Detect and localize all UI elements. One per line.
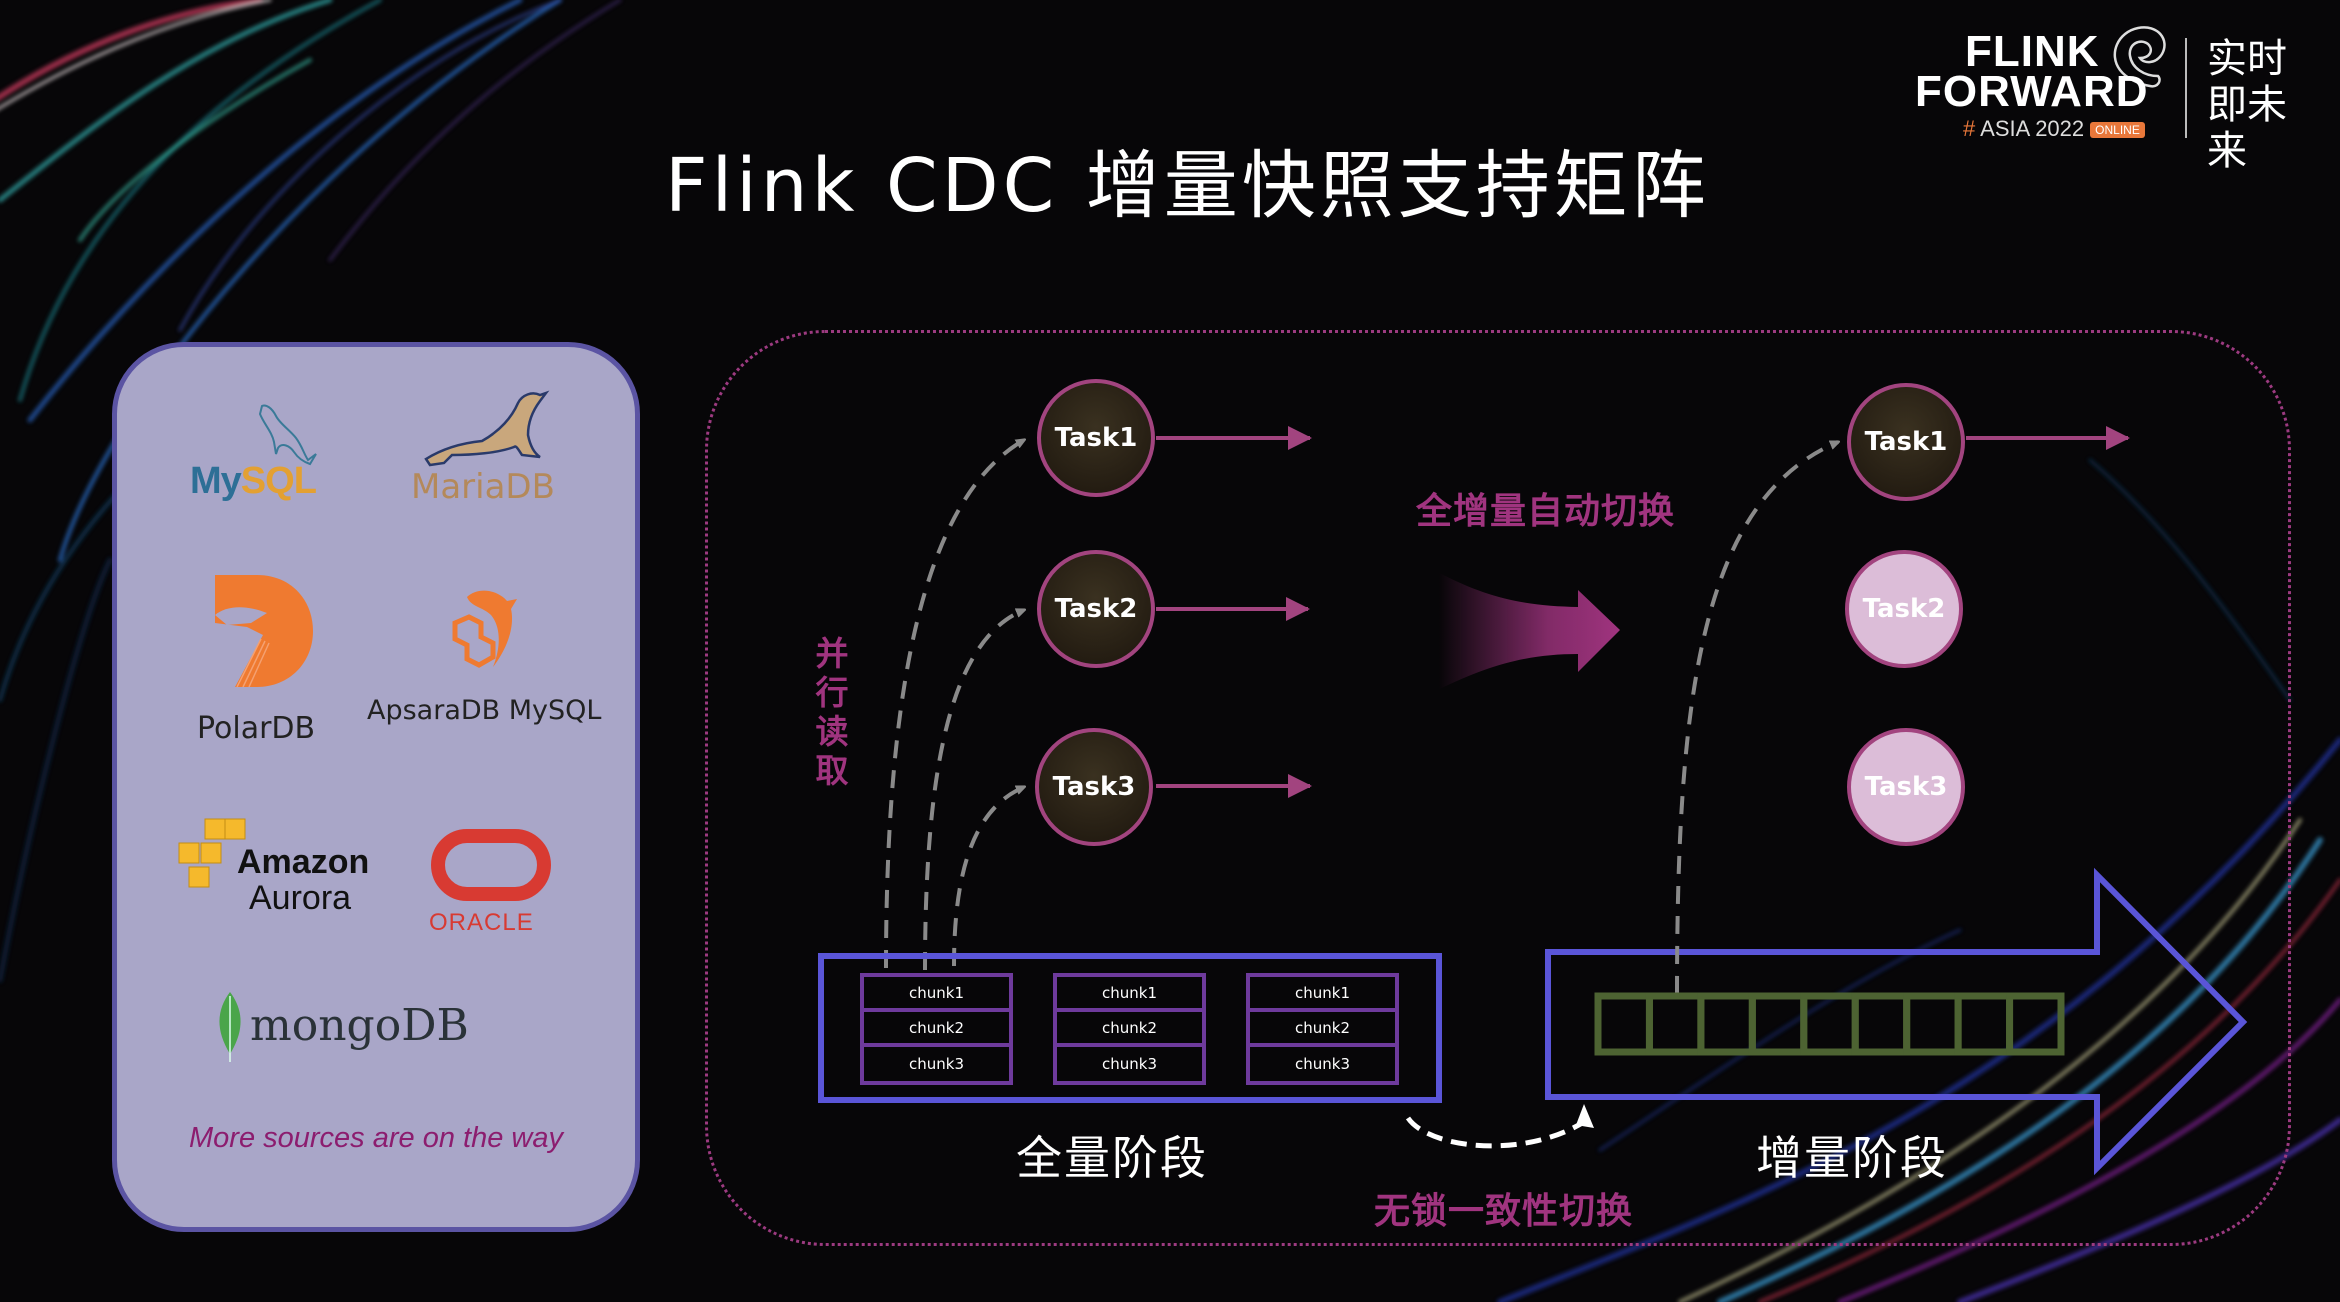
parallel-read-label: 并 行 读 取 [815,634,849,790]
incremental-stage-label: 增量阶段 [1756,1131,1948,1185]
mariadb-logo-text: MariaDB [411,467,555,507]
logo-hash: # [1963,116,1976,141]
mysql-dolphin-icon [258,404,317,466]
chunk-cell: chunk2 [1250,1012,1395,1047]
source-apsaradb-mysql: ApsaraDB MySQL [367,587,607,757]
oracle-ring-icon [431,829,551,901]
logo-forward-text: FORWARD [1915,67,2149,116]
source-mariadb: MariaDB [407,387,577,517]
chunk-cell: chunk1 [1250,977,1395,1012]
aurora-logo-line2: Aurora [249,879,352,917]
full-stage-box: chunk1 chunk2 chunk3 chunk1 chunk2 chunk… [818,953,1442,1103]
source-amazon-aurora: Amazon Aurora [177,817,377,927]
source-oracle: ORACLE [429,829,569,939]
full-task-node: Task2 [1037,550,1155,668]
logo-slogan: 实时即未来 [2207,36,2287,174]
logo-flink-text: FLINK [1965,27,2100,76]
flink-forward-logo: FLINK FORWARD # ASIA 2022 ONLINE 实时即未来 [1915,26,2315,174]
chunk-group: chunk1 chunk2 chunk3 [1053,973,1206,1085]
chunk-cell: chunk1 [1057,977,1202,1012]
incremental-task-node: Task3 [1847,728,1965,846]
mariadb-seal-icon [424,390,550,467]
online-badge: ONLINE [2090,122,2145,139]
mongodb-logo-text: mongoDB [250,1000,469,1051]
oracle-logo-text: ORACLE [429,909,534,936]
apsaradb-icon [452,590,517,668]
chunk-cell: chunk3 [1102,1055,1157,1073]
logo-event: # ASIA 2022 ONLINE [1963,116,2145,142]
polardb-icon [215,575,313,688]
more-sources-note: More sources are on the way [189,1122,563,1154]
source-mysql: MySQL [190,402,340,512]
chunk-cell: chunk1 [864,977,1009,1012]
squirrel-icon [2113,26,2166,88]
chunk-cell: chunk3 [1295,1055,1350,1073]
aurora-logo-line1: Amazon [237,843,370,881]
chunk-cell: chunk2 [864,1012,1009,1047]
full-task-node: Task3 [1035,728,1153,846]
polardb-logo-text: PolarDB [197,711,316,746]
source-mongodb: mongoDB [212,992,512,1072]
mongodb-leaf-icon [219,992,241,1062]
source-polardb: PolarDB [177,575,327,755]
full-stage-label: 全量阶段 [1016,1131,1208,1185]
auto-switch-label: 全增量自动切换 [1416,491,1676,532]
slide-title: Flink CDC 增量快照支持矩阵 [665,143,1710,229]
lockfree-switch-label: 无锁一致性切换 [1374,1191,1634,1232]
incremental-task-node: Task2 [1845,550,1963,668]
supported-sources-panel: MySQL MariaDB PolarDB ApsaraDB MySQL [112,342,640,1232]
full-task-node: Task1 [1037,379,1155,497]
logo-event-name: ASIA 2022 [1980,116,2085,141]
logo-divider [2185,38,2187,138]
chunk-group: chunk1 chunk2 chunk3 [1246,973,1399,1085]
chunk-cell: chunk3 [909,1055,964,1073]
diagram-frame [705,330,2291,1246]
apsaradb-logo-text: ApsaraDB MySQL [367,695,602,726]
chunk-cell: chunk2 [1057,1012,1202,1047]
incremental-task-node: Task1 [1847,383,1965,501]
aws-cubes-icon [178,818,246,888]
mysql-logo-text: MySQL [190,460,317,502]
chunk-group: chunk1 chunk2 chunk3 [860,973,1013,1085]
